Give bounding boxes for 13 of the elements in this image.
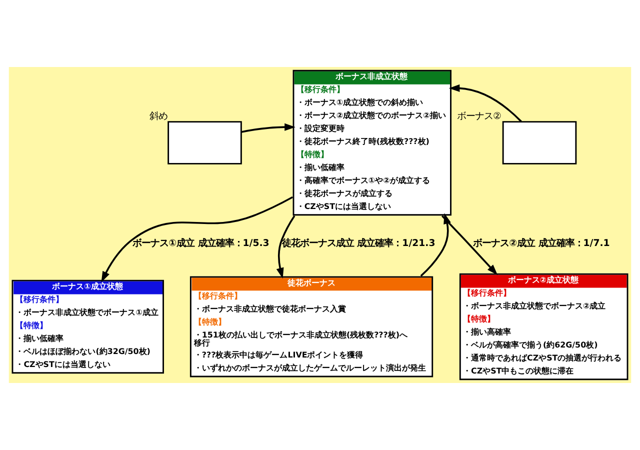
arrow <box>420 213 451 277</box>
arrow <box>101 196 294 282</box>
node-box <box>502 121 577 164</box>
arrow <box>448 84 522 122</box>
arrow <box>276 215 296 279</box>
arrow <box>442 215 498 276</box>
node-label: 斜め <box>150 111 168 122</box>
edge-label: 徒花ボーナス成立 成立確率：1/21.3 <box>282 238 436 250</box>
edge-label: ボーナス②成立 成立確率：1/7.1 <box>473 238 610 250</box>
edge-label: ボーナス①成立 成立確率：1/5.3 <box>132 238 270 250</box>
node-label: ボーナス② <box>457 111 502 122</box>
arrow <box>241 123 296 133</box>
node-box <box>168 121 242 164</box>
